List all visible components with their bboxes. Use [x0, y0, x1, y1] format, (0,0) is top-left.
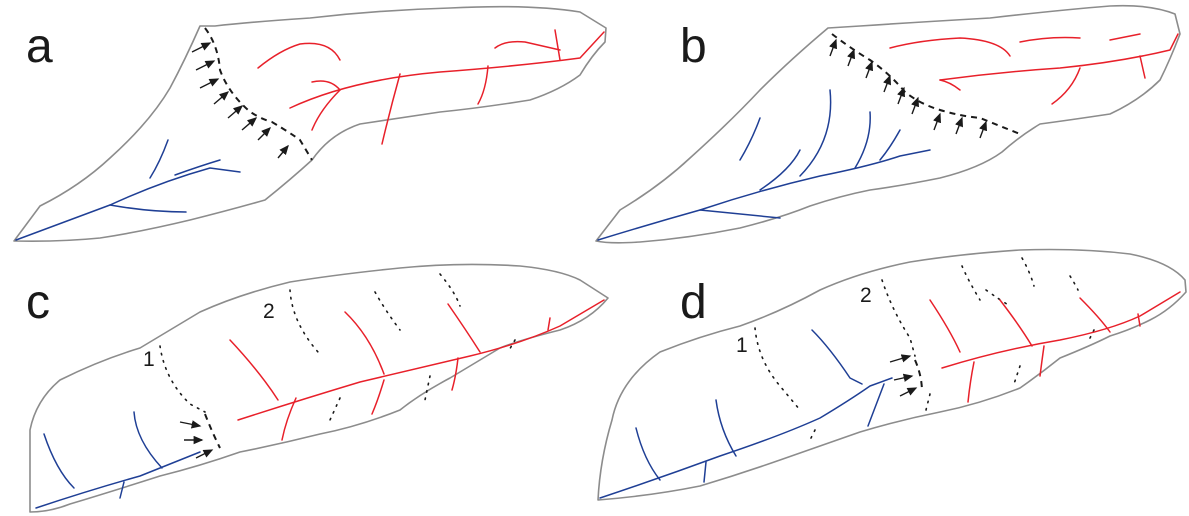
panel-d-divide-10 — [809, 429, 816, 441]
panel-b-outline — [595, 4, 1181, 244]
panel-c-divide-5 — [329, 397, 341, 421]
panel-d-blue-network — [599, 329, 893, 499]
panel-b-migration-arrows — [829, 38, 987, 139]
panel-d-outline — [597, 248, 1187, 501]
panel-c-active-divide — [204, 413, 221, 449]
panel-d-divide-3 — [961, 265, 981, 301]
panel-a-letter: a — [26, 20, 53, 73]
panel-d: d — [597, 248, 1187, 501]
panel-b-red-network — [889, 33, 1179, 105]
panel-c-divide-2 — [289, 289, 319, 353]
panel-c-letter: c — [26, 276, 50, 329]
panel-c-divide-7 — [507, 339, 516, 353]
panel-c-red-network — [229, 299, 605, 441]
panel-d-divide-6 — [1013, 365, 1021, 385]
panel-d-divide-2 — [881, 279, 916, 357]
panel-a-migration-arrows — [191, 42, 289, 159]
panel-d-divide-9 — [925, 393, 931, 411]
panel-d-letter: d — [680, 276, 707, 329]
panel-b-letter: b — [680, 20, 707, 73]
panel-a-outline — [13, 5, 607, 242]
panel-d-divide-1 — [754, 327, 801, 411]
panel-a: a — [13, 5, 607, 242]
panel-d-migration-arrows — [889, 354, 918, 397]
panel-c-label-2: 2 — [263, 300, 275, 323]
panel-d-red-network — [929, 291, 1181, 403]
panel-c-divide-3 — [374, 291, 401, 331]
panel-c-divide-6 — [424, 375, 431, 401]
panel-c-label-1: 1 — [143, 348, 155, 371]
panel-c-divide-4 — [439, 273, 461, 307]
panel-a-red-network — [257, 29, 605, 145]
panel-d-active-divide — [914, 359, 923, 393]
panel-d-divide-5 — [985, 289, 1011, 307]
panel-b-blue-network — [597, 89, 931, 241]
panel-c-divide-1 — [159, 345, 206, 413]
panel-d-label-1: 1 — [736, 334, 748, 357]
panel-c-outline — [29, 263, 609, 513]
panel-d-divide-4 — [1021, 257, 1035, 287]
panel-a-blue-network — [15, 139, 241, 241]
panel-d-label-2: 2 — [860, 284, 872, 307]
panel-c-migration-arrows — [179, 420, 214, 459]
panel-c: c 1 2 — [26, 263, 609, 513]
panel-a-divide — [204, 27, 313, 161]
panel-b-divide — [831, 33, 1021, 135]
panel-c-blue-network — [35, 411, 201, 509]
panel-d-divide-8 — [1069, 275, 1079, 291]
panel-b: b — [595, 4, 1181, 244]
